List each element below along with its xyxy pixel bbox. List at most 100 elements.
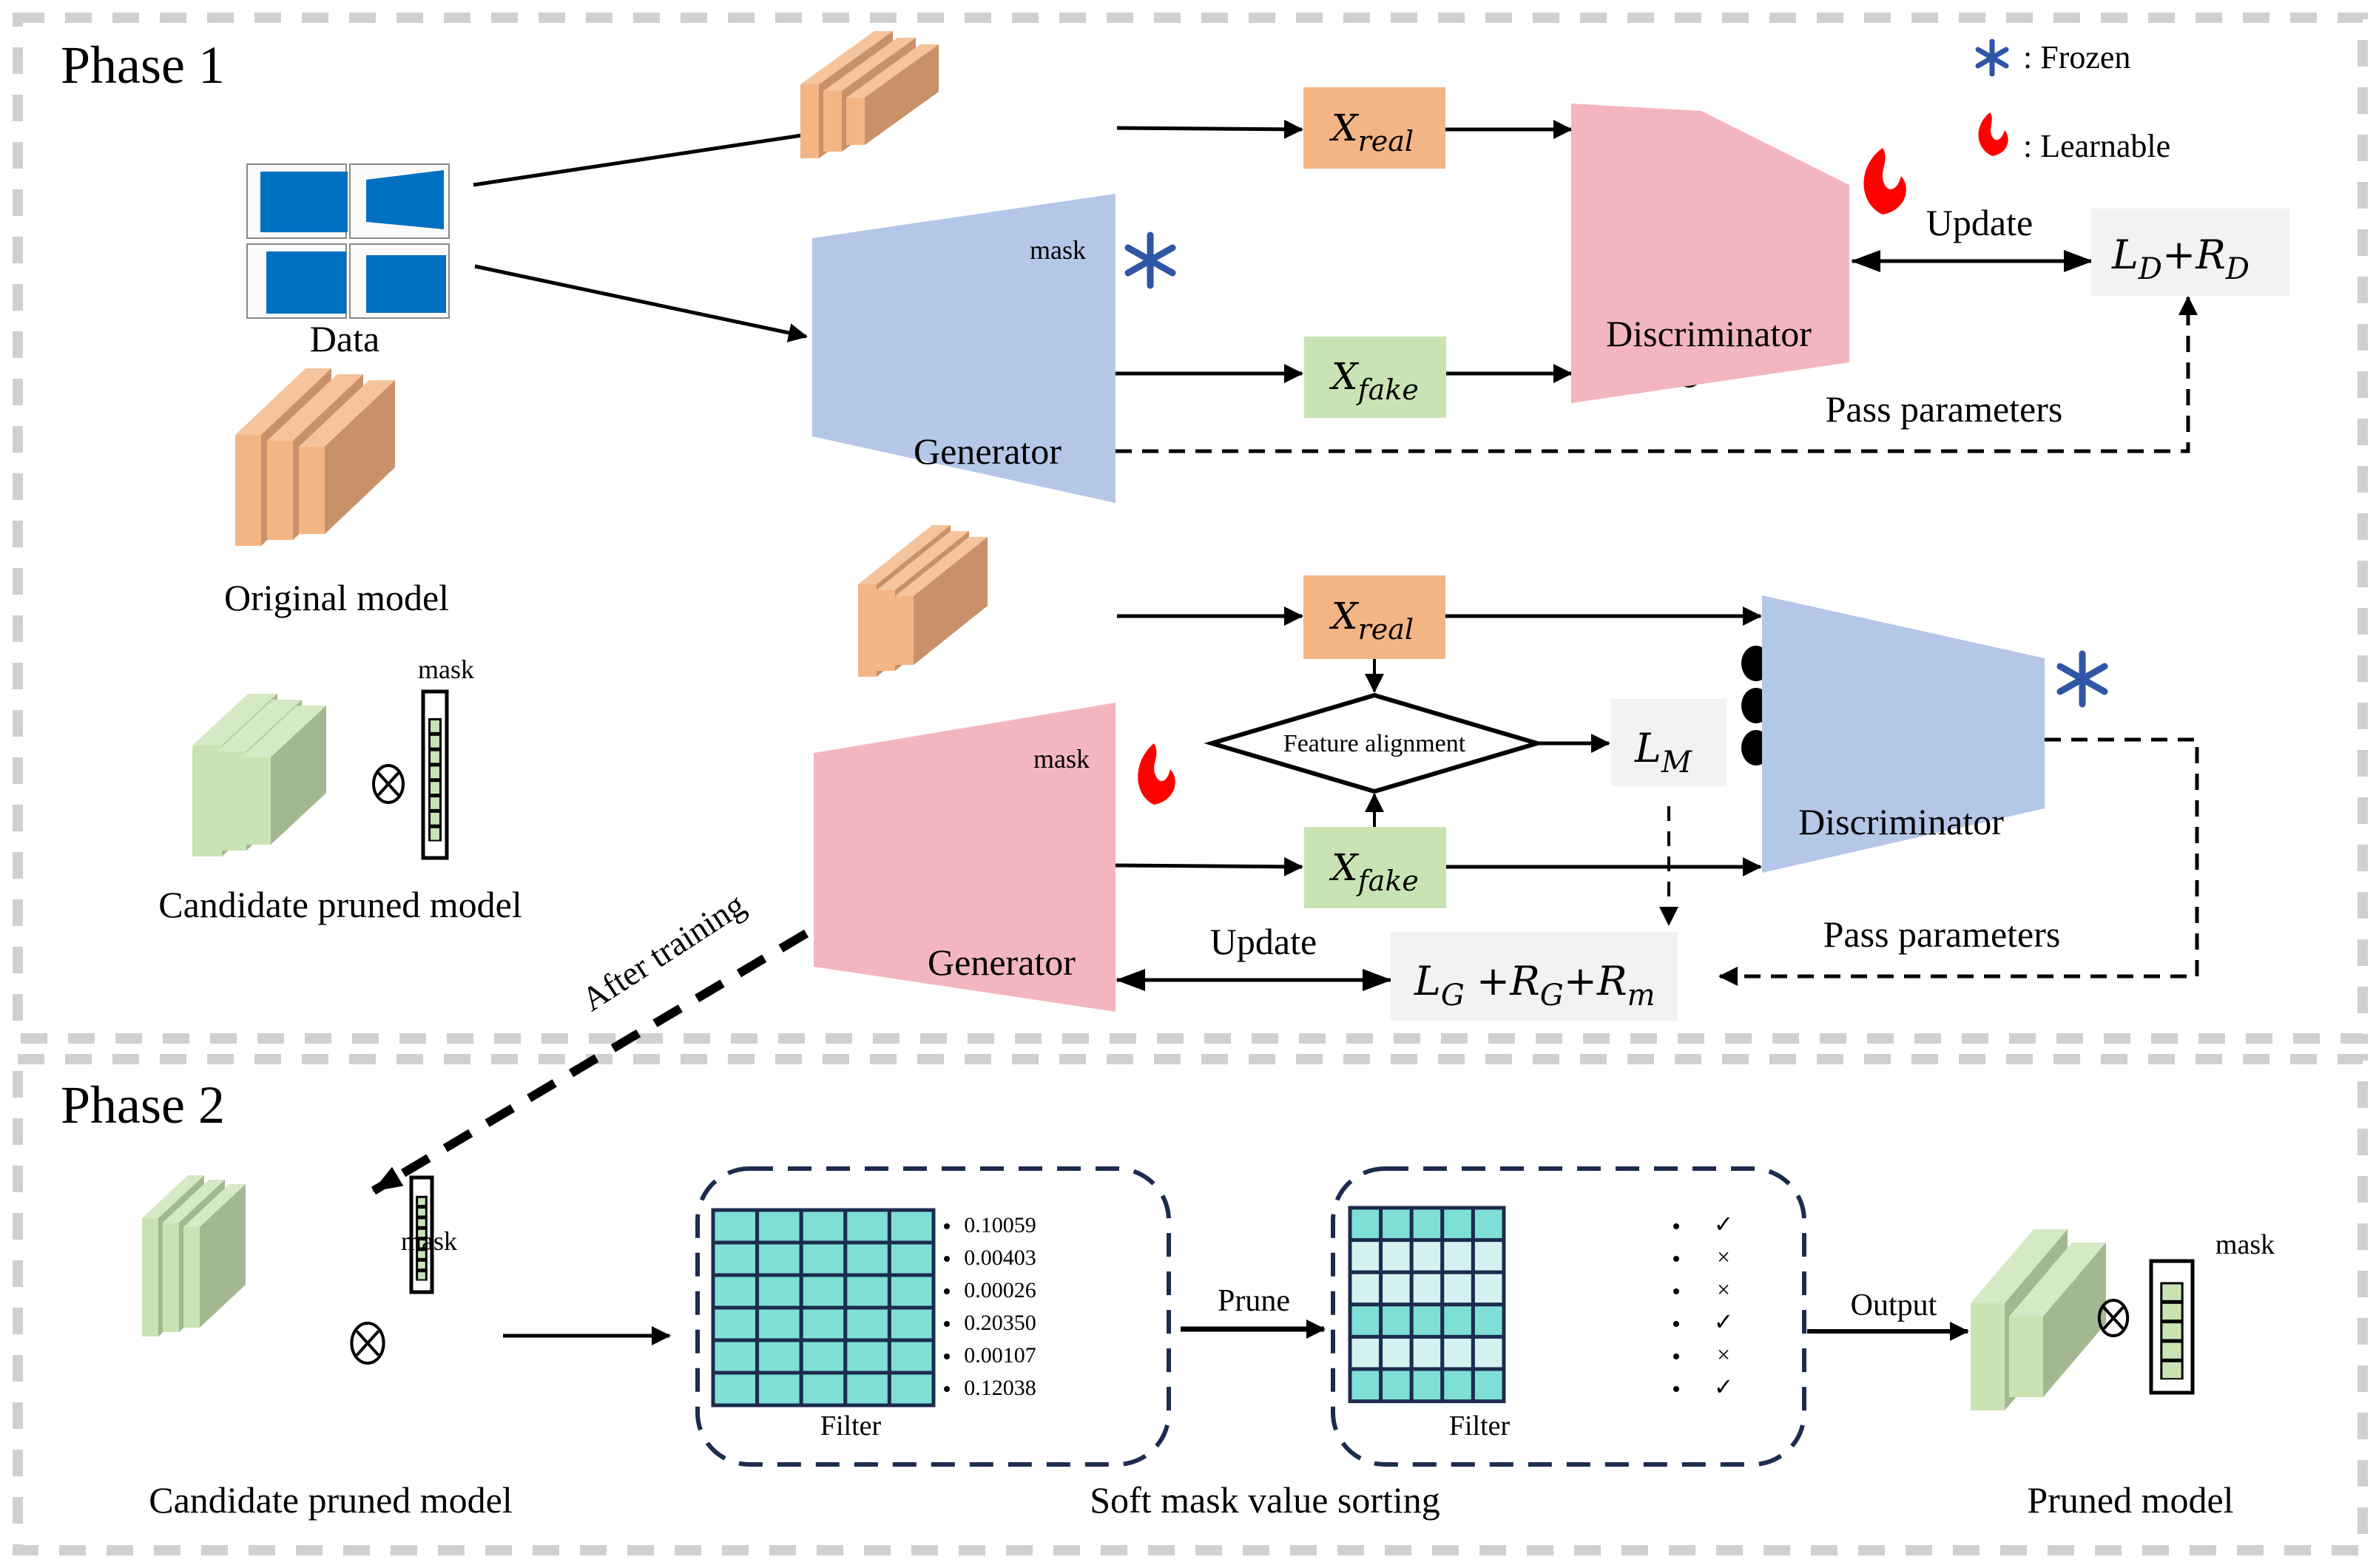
filter-cell: [799, 1273, 848, 1310]
mask-cell: [418, 1209, 425, 1216]
cross-icon: ×: [1717, 1243, 1730, 1270]
filter-cell: [1471, 1334, 1506, 1371]
filter-cell: [1471, 1367, 1506, 1404]
filter-cell: [799, 1305, 848, 1342]
loss-d: LD+RD: [2111, 232, 2250, 286]
filter-cell: [1409, 1302, 1445, 1339]
output-label: Output: [1851, 1288, 1937, 1322]
filter-cell: [887, 1240, 936, 1277]
x-fake-box-bottom: [1304, 827, 1446, 908]
mask-cell: [2162, 1303, 2181, 1320]
after-training-arrow: [371, 929, 809, 1195]
lm-label: LM: [1634, 725, 1692, 780]
otimes-icon: [372, 764, 405, 804]
mask-cell: [431, 735, 439, 748]
feature-alignment-label: Feature alignment: [1283, 730, 1466, 757]
filter-cell: [1440, 1270, 1475, 1307]
bullet: [1673, 1256, 1679, 1262]
filter-cell: [1379, 1238, 1414, 1274]
mask-cell: [431, 720, 439, 732]
mask-cell: [2162, 1342, 2181, 1359]
mask-cell: [2162, 1284, 2181, 1300]
filter-cell: [843, 1305, 891, 1342]
filter-cell: [843, 1273, 891, 1310]
loss-d-box: [2091, 209, 2289, 296]
bullet: [944, 1354, 950, 1359]
phase2-title: Phase 2: [61, 1075, 225, 1135]
x-fake-top: Xfake: [1329, 355, 1419, 406]
mask-cell: [431, 797, 439, 809]
filter-cell: [1409, 1206, 1445, 1243]
otimes-icon: [350, 1322, 385, 1365]
filter-cell: [843, 1338, 891, 1375]
cross-icon: ×: [1717, 1341, 1730, 1368]
filter-cell: [887, 1208, 936, 1245]
pruned-mask-bar: [2149, 1259, 2195, 1395]
phase1-frame: [13, 13, 2368, 1044]
bullet: [1673, 1354, 1679, 1359]
filter-cell: [1379, 1367, 1414, 1404]
arrow-data-to-original: [473, 123, 837, 187]
bullet: [944, 1223, 950, 1229]
filter-cell: [1348, 1334, 1383, 1371]
mask-cell: [418, 1197, 425, 1206]
filter-grid-before: [711, 1208, 936, 1408]
phase2-candidate-mask-bar: [409, 1175, 434, 1294]
mask-cell: [2162, 1362, 2181, 1379]
x-real-top: Xreal: [1329, 107, 1414, 158]
filter-cell: [1471, 1238, 1506, 1274]
filter-cell: [1379, 1302, 1414, 1339]
pass-params-arrow-bottom: [1718, 737, 2199, 986]
filter-cell: [887, 1338, 936, 1375]
mask-cell: [431, 812, 439, 825]
phase2-candidate-mask-label: mask: [401, 1226, 457, 1256]
arrow-original-to-xreal-top: [1116, 119, 1303, 139]
x-real-box-bottom: [1303, 575, 1445, 659]
filter-cell: [711, 1208, 760, 1245]
filter-cell: [887, 1371, 936, 1408]
filter-cell: [843, 1240, 891, 1277]
snowflake-icon: [1124, 232, 1176, 289]
filter-cell: [887, 1305, 936, 1342]
filter-cell: [1409, 1367, 1445, 1404]
filter-cell: [1471, 1302, 1506, 1339]
filter-cell: [1440, 1206, 1475, 1243]
mask-cell: [431, 766, 439, 779]
x-fake-bottom: Xfake: [1329, 846, 1419, 897]
filter-cell: [887, 1273, 936, 1310]
filter-cell: [1348, 1302, 1383, 1339]
bullet: [1673, 1288, 1679, 1294]
filter-cell: [1471, 1270, 1506, 1307]
filter-cell: [1379, 1206, 1414, 1243]
soft-mask-value: 0.20350: [964, 1311, 1036, 1335]
phase2-candidate-blocks: [142, 1175, 246, 1336]
filter-cell: [711, 1305, 760, 1342]
filter-label-1: Filter: [820, 1410, 882, 1442]
flame-icon: [1863, 148, 1906, 214]
candidate-mask-label: mask: [418, 655, 474, 684]
original-model-blocks: [235, 368, 395, 546]
loss-g-box: [1391, 932, 1678, 1021]
x-real-box-top: [1303, 87, 1445, 169]
bullet: [944, 1256, 950, 1262]
pruned-model-blocks: [1971, 1229, 2106, 1410]
filter-cell: [1409, 1270, 1445, 1307]
bullet: [944, 1288, 950, 1294]
pass-params-label-bottom: Pass parameters: [1823, 913, 2061, 955]
bullet: [1673, 1386, 1679, 1392]
cross-icon: ×: [1717, 1276, 1730, 1302]
generator-top-label: Generator: [914, 430, 1062, 472]
candidate-mask-bar: [421, 689, 449, 860]
original-model-bottom-blocks: [858, 525, 988, 677]
soft-mask-value: 0.12038: [964, 1376, 1036, 1400]
bullet: [1673, 1223, 1679, 1229]
filter-cell: [1471, 1206, 1506, 1243]
filter-cell: [843, 1371, 891, 1408]
soft-mask-value: 0.10059: [964, 1213, 1036, 1237]
arrow-generator-to-xfake-bottom: [1115, 856, 1303, 876]
generator-bottom-label: Generator: [928, 942, 1076, 983]
filter-pruned-container: [1331, 1166, 1806, 1467]
check-icon: ✓: [1714, 1373, 1734, 1400]
filter-label-2: Filter: [1449, 1410, 1511, 1442]
discriminator-bottom-frozen: [1762, 595, 2045, 873]
